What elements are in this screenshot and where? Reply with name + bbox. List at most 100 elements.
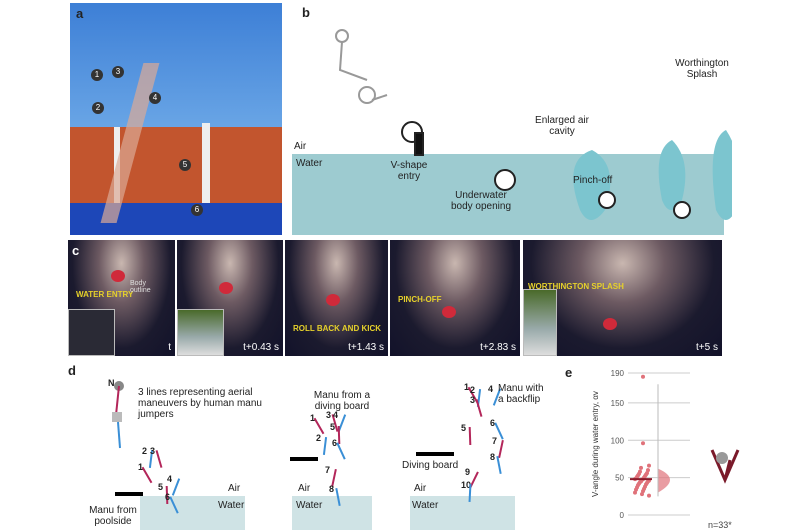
maneuver-step-number: 2 <box>316 433 322 443</box>
step-line <box>155 450 163 468</box>
air-label: Air <box>294 141 307 152</box>
maneuver-step-number: 6 <box>165 492 171 502</box>
water-label: Water <box>296 158 323 169</box>
timestamp: t+5 s <box>696 342 718 353</box>
data-point <box>647 463 651 468</box>
data-point <box>639 465 643 470</box>
water-body <box>292 154 724 235</box>
panel-label-a: a <box>76 6 84 21</box>
sequence-marker: 6 <box>191 204 203 216</box>
step-line <box>313 417 325 435</box>
red-body <box>326 294 341 306</box>
data-point <box>641 441 645 446</box>
video-frame: t+1.43 s ROLL BACK AND KICK <box>285 240 388 356</box>
diving-board-2 <box>290 457 318 461</box>
step-line <box>468 426 472 446</box>
sequence-marker: 5 <box>179 159 191 171</box>
event-label: WORTHINGTON SPLASH <box>528 282 624 291</box>
diver-head-icon <box>716 452 728 464</box>
maneuver-step-number: 3 <box>470 395 476 405</box>
pinch-off-label: Pinch-off <box>573 175 613 186</box>
panel-label-b: b <box>302 5 310 20</box>
step-line <box>336 442 346 460</box>
sample-size-note: n=33* <box>708 520 732 530</box>
red-body <box>442 306 456 318</box>
underwater-label: Underwater body opening <box>450 190 512 212</box>
body-outline-note: Body outline <box>130 280 151 294</box>
density-half-violin <box>658 468 670 493</box>
maneuver-step-number: 8 <box>329 484 335 494</box>
inset-photo <box>177 309 224 356</box>
worthington-label: Worthington Splash <box>675 58 729 80</box>
inset-photo <box>68 309 115 356</box>
panel-label-e: e <box>565 365 573 380</box>
event-label: ROLL BACK AND KICK <box>293 324 381 333</box>
inset-photo <box>523 289 557 356</box>
step-line <box>171 478 181 496</box>
pool <box>70 203 282 235</box>
step-line <box>141 466 153 484</box>
maneuver-step-number: 4 <box>167 474 173 484</box>
step-line <box>496 455 502 475</box>
fence-post <box>202 123 210 207</box>
water-label-1: Water <box>218 500 245 511</box>
maneuver-step-number: 4 <box>333 410 339 420</box>
maneuver-step-number: 5 <box>461 423 467 433</box>
air-label-3: Air <box>414 483 427 494</box>
legend-figure <box>112 381 124 449</box>
poolside-label: Manu from poolside <box>89 505 137 527</box>
v-angle-diagram-icon <box>710 449 740 484</box>
maneuver-step-number: 9 <box>465 467 471 477</box>
maneuver-step-number: 1 <box>138 462 144 472</box>
event-label: PINCH-OFF <box>398 295 442 304</box>
panel-label-c: c <box>72 243 80 258</box>
maneuver-step-number: 1 <box>310 413 316 423</box>
sequence-marker: 3 <box>112 66 124 78</box>
maneuver-step-number: 7 <box>325 465 331 475</box>
data-point <box>647 493 651 498</box>
data-point <box>640 492 644 497</box>
maneuver-step-number: 5 <box>158 482 164 492</box>
y-axis-label: V-angle during water entry, αv <box>591 391 600 497</box>
maneuver-step-number: 4 <box>488 384 494 394</box>
fence <box>70 127 282 207</box>
maneuver-step-number: 7 <box>492 436 498 446</box>
water-box-3 <box>410 496 515 530</box>
sequence-marker: 1 <box>91 69 103 81</box>
legend-text: 3 lines representing aerial maneuvers by… <box>138 387 262 420</box>
data-point <box>641 374 645 379</box>
step-line <box>322 436 328 456</box>
sequence-marker: 4 <box>149 92 161 104</box>
red-body <box>110 270 125 282</box>
video-frame: t+0.43 s <box>177 240 283 356</box>
timestamp: t <box>168 342 171 353</box>
v-shape-label: V-shape entry <box>390 160 428 182</box>
y-tick-label: 0 <box>620 511 625 520</box>
enlarged-cavity-label: Enlarged air cavity <box>535 115 589 137</box>
maneuver-step-number: 10 <box>461 480 472 490</box>
backflip-label: Manu with a backflip <box>498 383 544 405</box>
legend-marker-n: N <box>108 378 115 388</box>
diving-label: Manu from a diving board <box>313 390 371 412</box>
maneuver-step-number: 3 <box>326 410 332 420</box>
y-tick-label: 50 <box>615 474 624 483</box>
y-tick-label: 100 <box>611 436 625 445</box>
air-label-2: Air <box>298 483 311 494</box>
water-box-1 <box>140 496 245 530</box>
maneuver-step-number: 5 <box>330 422 336 432</box>
timestamp: t+1.43 s <box>348 342 384 353</box>
fence-post <box>114 127 120 207</box>
red-body <box>219 282 234 294</box>
video-frame: t+5 s WORTHINGTON SPLASH <box>523 240 722 356</box>
maneuver-step-number: 2 <box>470 385 476 395</box>
maneuver-step-number: 6 <box>332 438 338 448</box>
water-label-3: Water <box>412 500 439 511</box>
maneuver-step-number: 2 <box>142 446 148 456</box>
maneuver-step-number: 3 <box>150 446 156 456</box>
air-label-1: Air <box>228 483 241 494</box>
y-tick-label: 190 <box>611 369 625 378</box>
panel-label-d: d <box>68 363 76 378</box>
y-tick-label: 150 <box>611 399 625 408</box>
